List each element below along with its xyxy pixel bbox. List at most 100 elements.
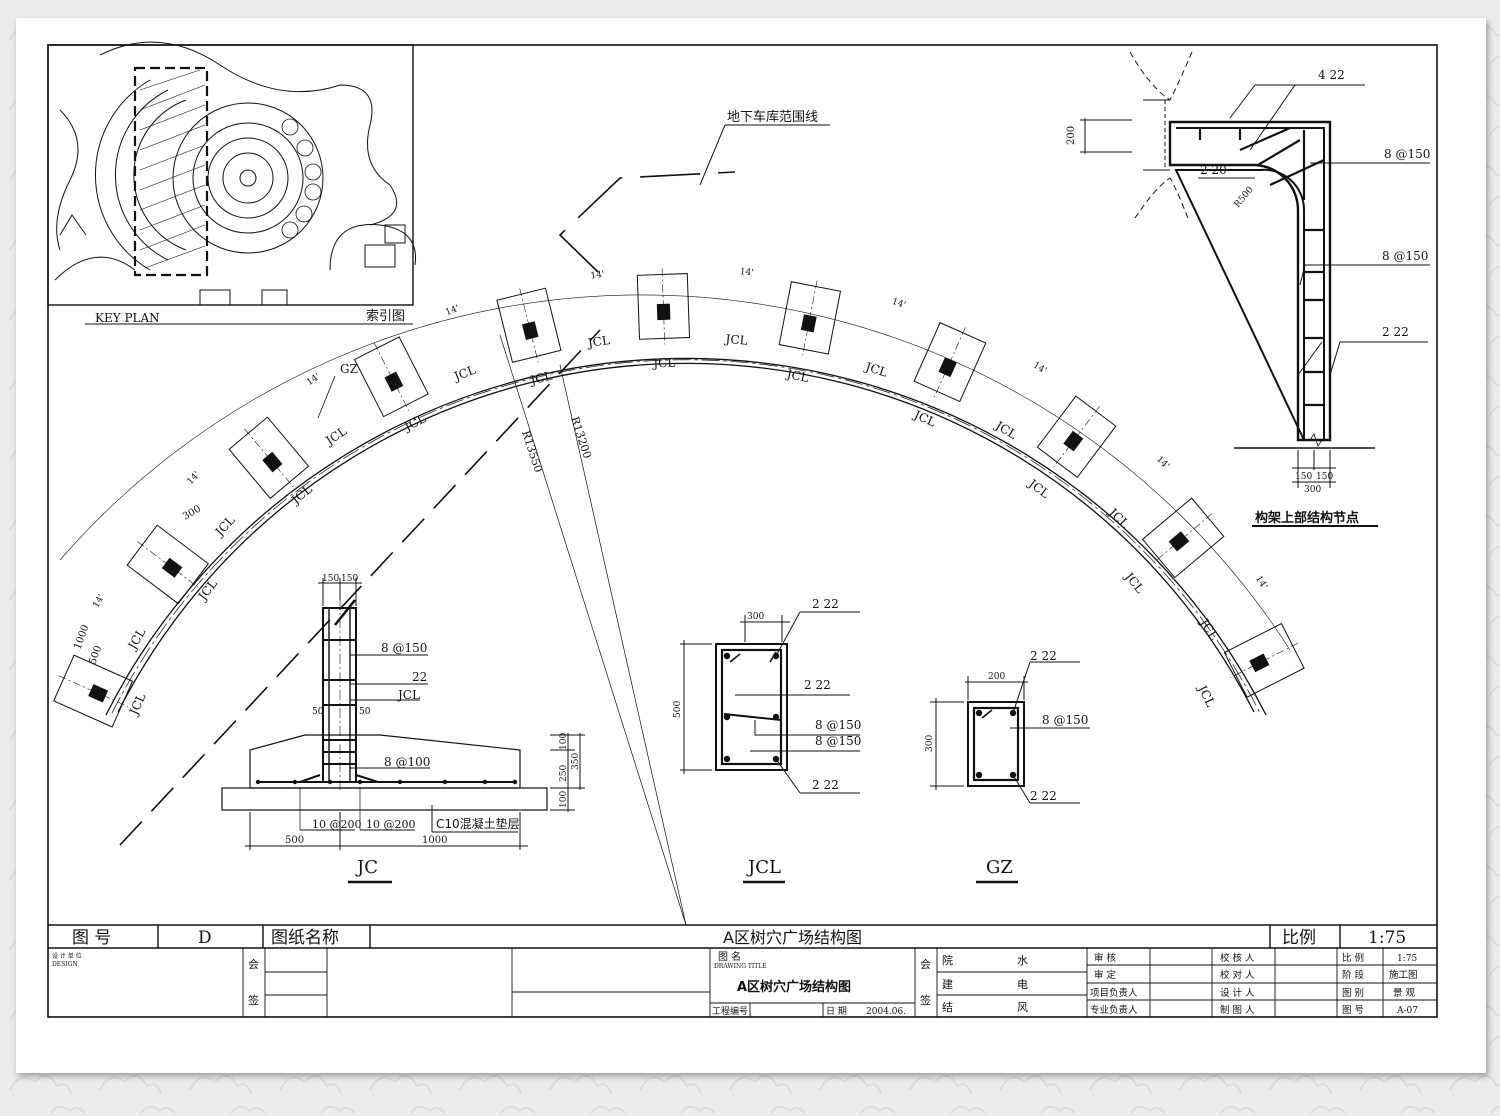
title-bar-value-scale: 1:75 — [1368, 928, 1406, 948]
column-gz — [262, 451, 283, 473]
frame-detail-title: 构架上部结构节点 — [1255, 510, 1359, 526]
dim-500-label: 500 — [87, 644, 104, 666]
column-gz — [938, 357, 957, 378]
gz-dim-w: 200 — [988, 672, 1005, 682]
tb-yuan: 院 — [942, 953, 953, 967]
tb-bili-value: 1:75 — [1397, 954, 1417, 964]
tb-design-en: DESIGN — [52, 961, 78, 968]
pier-footing — [496, 287, 562, 363]
beam-label: JCL — [585, 333, 611, 350]
key-plan-label: KEY PLAN — [95, 311, 160, 325]
title-bar-value-no: D — [198, 928, 212, 948]
spacing-label: 14' — [739, 267, 754, 278]
jc-dim-100b: 100 — [559, 791, 569, 808]
jcl-bars-mid: 2 22 — [804, 678, 831, 692]
beam-label: JCL — [450, 363, 477, 385]
tb-project-no: 工程编号 — [712, 1005, 748, 1017]
frame-stirrup-2: 8 @150 — [1382, 249, 1428, 263]
spacing-label: 14' — [185, 470, 202, 487]
jc-foundation-detail: 150 150 8 @150 22 JCL 50 50 8 @100 10 @2… — [221, 574, 585, 884]
tb-jiao-dui: 校 对 人 — [1220, 969, 1255, 981]
jcl-bars-top: 2 22 — [812, 597, 839, 611]
spacing-label: 14' — [1154, 455, 1171, 472]
column-gz — [384, 371, 404, 392]
dim-300-label: 300 — [181, 504, 203, 523]
pier-label: JCL — [784, 367, 810, 385]
tb-qian: 签 — [248, 993, 259, 1007]
beam-label: JCL — [723, 332, 748, 348]
jc-mesh-a: 10 @200 — [312, 818, 362, 831]
pier-footing — [778, 280, 842, 356]
spacing-label: 14' — [1031, 360, 1048, 376]
jc-dim-50a: 50 — [312, 707, 324, 717]
title-block — [242, 948, 1437, 1017]
tb-jiao-he: 校 核 人 — [1220, 952, 1255, 964]
jcl-bars-bottom: 2 22 — [812, 778, 839, 792]
key-plan-label-cn: 索引图 — [366, 309, 405, 324]
frame-dim-150a: 150 — [1295, 472, 1312, 482]
tb-shen-he: 审 核 — [1094, 952, 1117, 964]
tb-jieduan-value: 施工图 — [1389, 969, 1418, 981]
pier-footing — [1036, 395, 1117, 479]
title-bar-label-no: 图 号 — [72, 928, 111, 948]
column-gz — [1168, 531, 1190, 552]
column-gz-label: GZ — [340, 362, 358, 376]
jc-dim-350: 350 — [571, 753, 581, 770]
tb-design-unit: 设 计 单 位 — [52, 952, 82, 960]
tb-feng: 风 — [1017, 1001, 1028, 1014]
spacing-label: 14' — [890, 297, 906, 311]
tb-tuhao-label: 图 号 — [1342, 1005, 1364, 1016]
gz-title: GZ — [986, 857, 1013, 878]
pier-label: JCL — [194, 577, 220, 605]
jc-stirrup-base: 8 @100 — [384, 755, 430, 769]
tb-date-label: 日 期 — [826, 1006, 847, 1017]
column-gz — [88, 684, 109, 703]
jc-dim-50b: 50 — [359, 707, 371, 717]
garage-line-label: 地下车库范围线 — [727, 109, 818, 125]
jc-dim-1000: 1000 — [422, 835, 447, 846]
tb-tuhao-value: A-07 — [1396, 1006, 1418, 1016]
jc-bar: 22 — [412, 670, 427, 684]
tb-jie: 结 — [942, 1001, 953, 1014]
tb-jieduan-label: 阶 段 — [1342, 969, 1365, 981]
jcl-title: JCL — [746, 857, 781, 878]
pier-footing — [126, 524, 210, 605]
column-gz — [800, 314, 817, 333]
frame-stirrup-1: 8 @150 — [1384, 147, 1430, 161]
pier-footing — [53, 654, 134, 728]
jc-member: JCL — [396, 688, 420, 702]
jcl-section: 300 500 2 22 2 22 8 @150 8 @150 2 22 JCL — [673, 597, 861, 884]
jc-dim-250: 250 — [559, 765, 569, 782]
tb-jian: 建 — [942, 977, 953, 991]
column-gz — [522, 321, 539, 340]
frame-radius: R500 — [1233, 185, 1256, 210]
dim-1000-label: 1000 — [72, 623, 91, 651]
jcl-stirrup-b: 8 @150 — [815, 734, 861, 748]
spacing-label: 14' — [305, 372, 322, 388]
pier-label: JCL — [1024, 475, 1052, 501]
tb-she-ji: 设 计 人 — [1220, 987, 1255, 999]
pier-footing — [913, 322, 987, 403]
beam-label: JCL — [991, 417, 1019, 441]
jc-dim-100a: 100 — [559, 733, 569, 750]
beam-label: JCL — [862, 359, 889, 380]
gz-section: 200 300 2 22 8 @150 2 22 GZ — [925, 649, 1090, 884]
frame-bars-side: 2 22 — [1382, 325, 1409, 339]
pier-label: JCL — [126, 691, 149, 719]
tb-drawing-name: A区树穴广场结构图 — [737, 979, 851, 995]
jcl-dim-h: 500 — [673, 701, 683, 718]
frame-dim-200: 200 — [1066, 126, 1077, 145]
tb-tu-ming: 图 名 — [718, 950, 741, 963]
beam-label: JCL — [322, 424, 350, 449]
spacing-label: 14' — [1253, 574, 1269, 591]
gz-stirrup: 8 @150 — [1042, 713, 1088, 727]
spacing-label: 14' — [590, 270, 605, 282]
jcl-dim-w: 300 — [747, 612, 764, 622]
tb-tubie-label: 图 别 — [1342, 988, 1364, 999]
beam-label: JCL — [1105, 504, 1132, 531]
frame-node-detail: 200 4 22 2 20 8 @150 8 @150 — [1066, 51, 1430, 527]
arc-plan: 地下车库范围线 R13550 R13200 JCLJCL14'JCLJCL14'… — [53, 109, 1305, 926]
spacing-label: 14' — [444, 304, 461, 318]
pier-label: JCL — [1121, 568, 1147, 595]
